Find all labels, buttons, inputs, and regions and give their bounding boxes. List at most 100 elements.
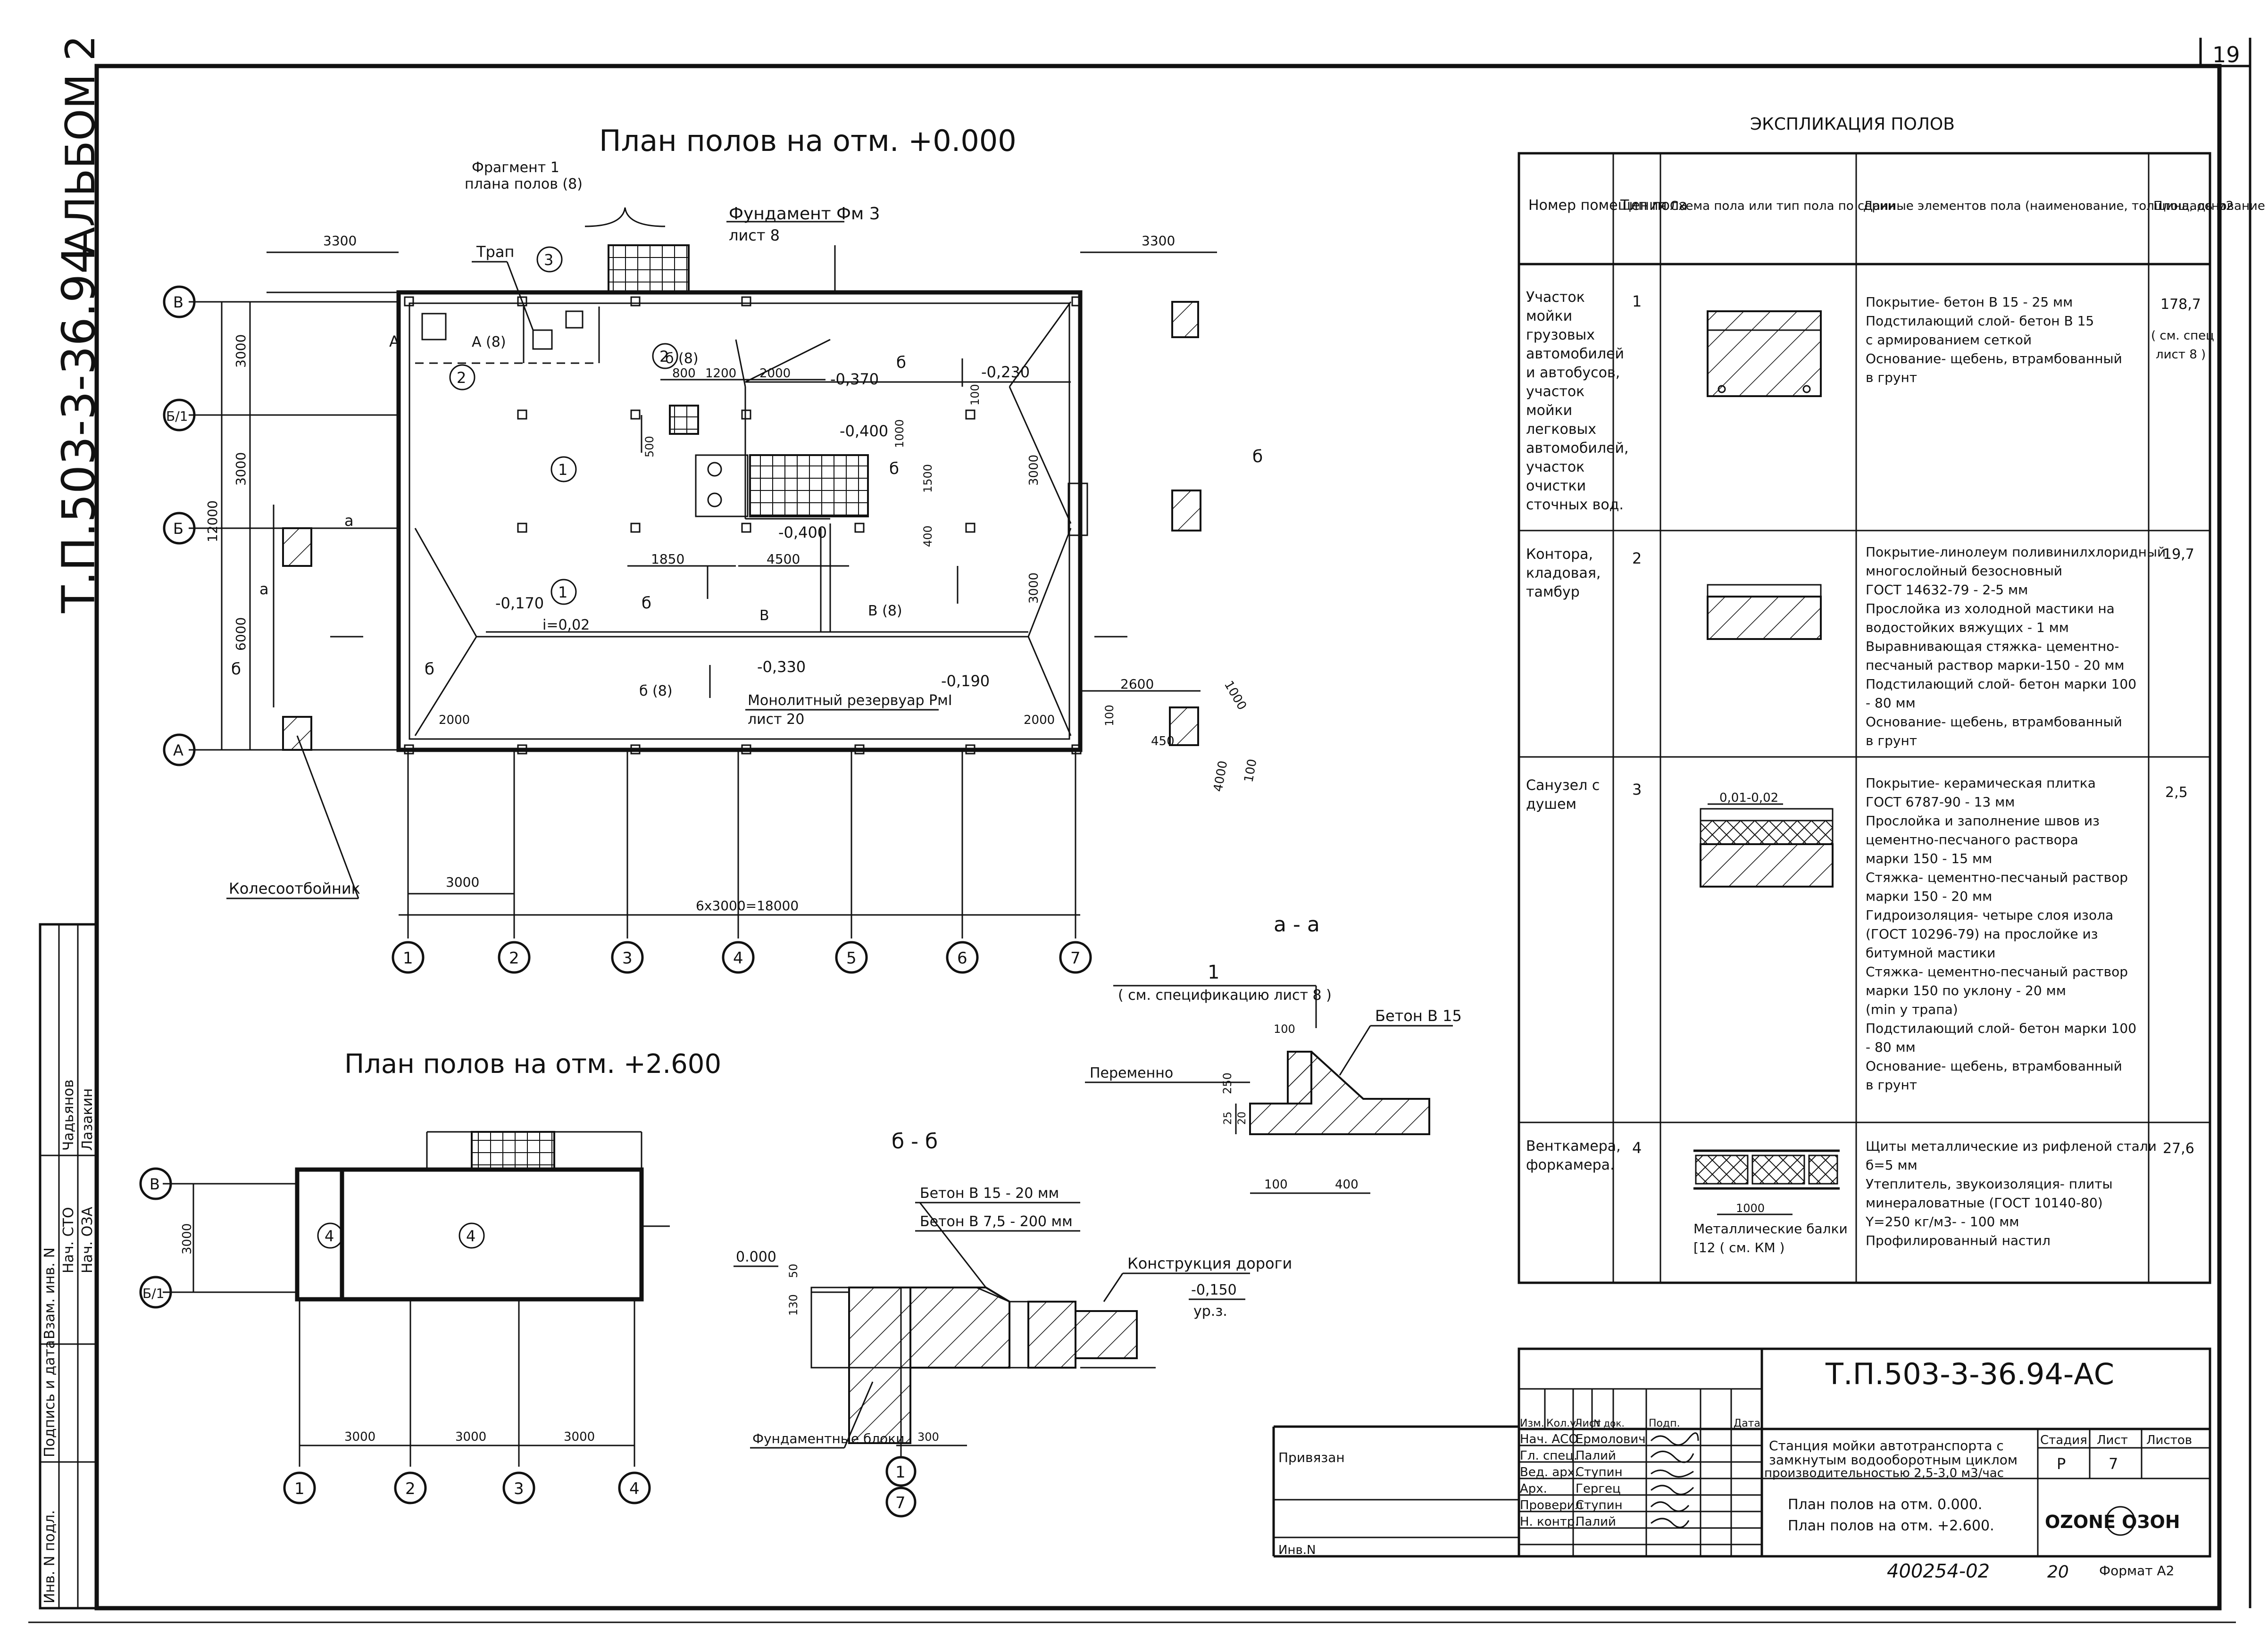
dim-label: 2000	[1024, 713, 1055, 727]
col-head: Кол.уч	[1546, 1418, 1582, 1429]
section-mark: А (8)	[472, 334, 506, 350]
room-line: грузовых	[1526, 327, 1595, 343]
area-line: 178,7	[2160, 296, 2201, 313]
columns	[404, 296, 1082, 755]
person-role: Вед. арх.	[1520, 1465, 1578, 1479]
room-line: тамбур	[1526, 584, 1580, 600]
data-line: (ГОСТ 10296-79) на прослойке из	[1866, 926, 2098, 942]
level-label: ур.з.	[1193, 1303, 1227, 1320]
axis-label: Б/1	[142, 1286, 164, 1301]
room-number: 4	[466, 1227, 475, 1245]
dim-label: 3000	[455, 1430, 486, 1444]
data-line: (min у трапа)	[1866, 1002, 1958, 1017]
data-line: водостойких вяжущих - 1 мм	[1866, 620, 2069, 635]
floor-type: 1	[1632, 292, 1642, 310]
person-name: Ступин	[1576, 1465, 1623, 1479]
dim-label: 4500	[767, 551, 800, 567]
room-line: очистки	[1526, 478, 1586, 494]
col-head: Лист	[1575, 1418, 1601, 1429]
side-code: Т.П.503-3-36.94	[52, 245, 105, 614]
section-mark: В	[759, 607, 769, 624]
side-stamp-label: Инв. N подл.	[42, 1510, 58, 1603]
col-axes: 1 2 3 4 5 6 7	[392, 941, 1092, 974]
explication-row: Венткамера, форкамера. 4 1000 Металличес…	[1526, 1138, 2194, 1255]
section-mark: б	[425, 660, 434, 679]
room-line: мойки	[1526, 402, 1572, 419]
dimensions: 3300 3300 3000 3000 12000 6000 800 1200 …	[205, 233, 1260, 916]
data-line: Прослойка и заполнение швов из	[1866, 813, 2100, 829]
dim-label: 250	[1221, 1072, 1234, 1094]
spec-ref: ( см. спецификацию лист 8 )	[1118, 987, 1332, 1004]
dim-label: 2600	[1120, 676, 1154, 692]
person-role: Нач. АСО	[1520, 1432, 1578, 1446]
axis-label: 2	[405, 1479, 416, 1498]
dim-label: 3000	[1027, 573, 1041, 604]
explication-table: ЭКСПЛИКАЦИЯ ПОЛОВ Номер помещения Тип по…	[1518, 115, 2268, 1284]
room-line: мойки	[1526, 308, 1572, 324]
axis-label: 3	[514, 1479, 524, 1498]
data-line: Подстилающий слой- бетон марки 100	[1866, 1021, 2136, 1036]
blocks-label: Фундаментные блоки	[752, 1431, 904, 1446]
section-mark: б	[642, 594, 651, 613]
dim-label: 4000	[1211, 760, 1230, 793]
dim-label: 6х3000=18000	[696, 898, 799, 914]
room-line: кладовая,	[1526, 565, 1601, 581]
room-numbers: 1 1 2 2 3	[449, 246, 678, 605]
area-line: 2,5	[2165, 784, 2188, 801]
axis-label: В	[150, 1175, 160, 1193]
plan-upper-title: План полов на отм. +2.600	[344, 1049, 721, 1080]
data-line: - 80 мм	[1866, 1039, 1916, 1055]
section-mark: б	[896, 353, 906, 372]
dim-label: 1500	[921, 464, 934, 493]
side-stamp-label: Взам. инв. N	[42, 1247, 58, 1339]
person-name: Гергец	[1576, 1482, 1621, 1496]
dim-label: 1000	[893, 419, 906, 448]
drawing-line: План полов на отм. +2.600.	[1788, 1518, 1994, 1534]
person-name: Палий	[1576, 1449, 1616, 1463]
data-line: Покрытие-линолеум поливинилхлоридный	[1866, 544, 2166, 560]
room-number: 3	[544, 251, 553, 269]
scheme-note: [12 ( см. КМ )	[1693, 1240, 1784, 1255]
explication-title: ЭКСПЛИКАЦИЯ ПОЛОВ	[1750, 115, 1955, 134]
explication-header: Номер помещения	[1528, 197, 1667, 214]
section-mark: б (8)	[665, 350, 699, 367]
dim-label: 400	[1335, 1178, 1359, 1192]
dim-label: 500	[643, 436, 656, 457]
dim-label: 12000	[205, 500, 220, 542]
data-line: Основание- щебень, втрамбованный	[1866, 351, 2122, 366]
col-head: Подп.	[1649, 1418, 1680, 1429]
data-line: Основание- щебень, втрамбованный	[1866, 714, 2122, 730]
wheel-guards	[273, 301, 1201, 751]
level-mark: -0,330	[757, 658, 806, 676]
plan-upper: План полов на отм. +2.600 3000 4 4 3000 …	[139, 1049, 721, 1504]
section-mark: б	[231, 660, 241, 679]
dim-label: 50	[787, 1263, 800, 1278]
col-head: Дата	[1734, 1418, 1760, 1429]
person-role: Н. контр.	[1520, 1515, 1579, 1529]
dim-label: 3000	[233, 334, 249, 368]
data-line: ГОСТ 6787-90 - 13 мм	[1866, 794, 2015, 810]
road-label: Конструкция дороги	[1127, 1254, 1292, 1272]
explication-header: Тип пола	[1620, 197, 1688, 214]
data-line: Стяжка- цементно-песчаный раствор	[1866, 870, 2128, 885]
dim-label: 3000	[180, 1223, 194, 1254]
axis-label: 4	[629, 1479, 640, 1498]
side-stamp-label: Подпись и дата	[42, 1340, 58, 1458]
level-label: 0.000	[736, 1249, 776, 1265]
area-line: 27,6	[2163, 1140, 2194, 1157]
level-mark: -0,400	[778, 523, 827, 541]
spec-num: 1	[1208, 962, 1219, 983]
sheet-value: 7	[2109, 1455, 2118, 1473]
section-mark: В (8)	[868, 603, 902, 619]
floor-type: 3	[1632, 781, 1642, 798]
room-line: душем	[1526, 796, 1576, 813]
slope-label: i=0,02	[542, 617, 590, 633]
room-number: 4	[325, 1227, 334, 1245]
plan-main-title: План полов на отм. +0.000	[599, 124, 1017, 158]
sheet-frame: 19	[28, 38, 2251, 1623]
explication-header: Схема пола или тип пола по серии	[1670, 199, 1896, 213]
room-line: автомобилей	[1526, 346, 1624, 362]
drawing-code: Т.П.503-3-36.94-АС	[1825, 1357, 2114, 1391]
concrete-label: Бетон В 15	[1375, 1007, 1462, 1025]
